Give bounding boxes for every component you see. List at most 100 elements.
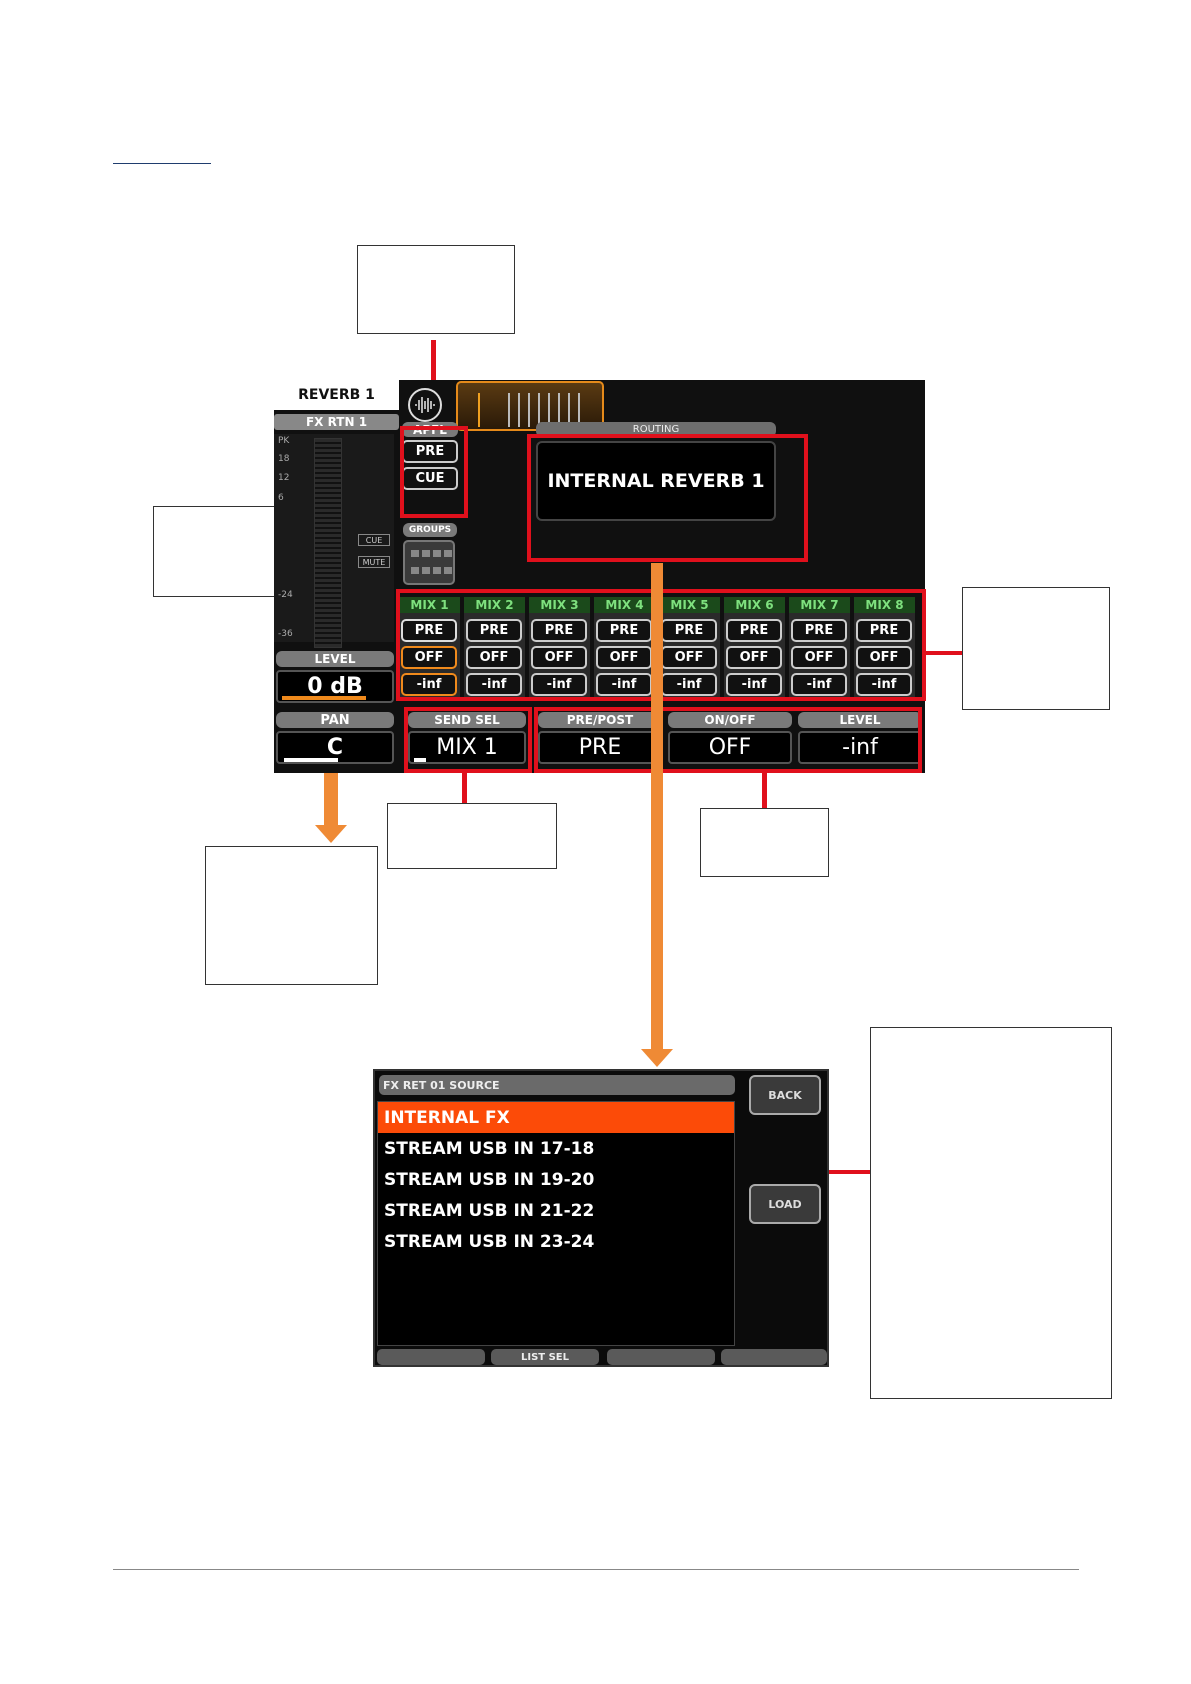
meter-scale-label: 12 xyxy=(278,473,290,483)
mix-level-value[interactable]: -inf xyxy=(401,673,457,696)
group-dot xyxy=(411,550,419,557)
footer-slot[interactable] xyxy=(721,1349,827,1365)
level-label: LEVEL xyxy=(276,651,394,667)
connector-source xyxy=(826,1170,870,1174)
onoff-label: ON/OFF xyxy=(668,712,792,728)
source-item[interactable]: STREAM USB IN 19-20 xyxy=(384,1169,595,1190)
prepost-value[interactable]: PRE xyxy=(538,731,662,764)
footer-rule xyxy=(113,1569,1079,1570)
group-dot xyxy=(433,550,441,557)
mix-onoff-button[interactable]: OFF xyxy=(856,646,912,669)
mix-level-value[interactable]: -inf xyxy=(856,673,912,696)
mix-header: MIX 7 xyxy=(789,597,850,613)
back-button[interactable]: BACK xyxy=(749,1075,821,1115)
callout-pan xyxy=(205,846,378,985)
channel-name[interactable]: REVERB 1 xyxy=(274,380,399,410)
routing-value[interactable]: INTERNAL REVERB 1 xyxy=(536,441,776,521)
mix-level-value[interactable]: -inf xyxy=(596,673,652,696)
mix-onoff-button[interactable]: OFF xyxy=(596,646,652,669)
source-item[interactable]: STREAM USB IN 23-24 xyxy=(384,1231,595,1252)
meter-scale-label: 6 xyxy=(278,493,284,503)
mix-column: MIX 2 PRE OFF -inf xyxy=(464,597,525,701)
mix-onoff-button[interactable]: OFF xyxy=(466,646,522,669)
groups-label: GROUPS xyxy=(403,523,457,537)
arrow-head-icon xyxy=(641,1049,673,1067)
mix-prepost-button[interactable]: PRE xyxy=(596,619,652,642)
group-dot xyxy=(422,550,430,557)
group-dot xyxy=(433,567,441,574)
mix-prepost-button[interactable]: PRE xyxy=(531,619,587,642)
mix-onoff-button[interactable]: OFF xyxy=(531,646,587,669)
mix-prepost-button[interactable]: PRE xyxy=(466,619,522,642)
meter-scale-label: PK xyxy=(278,436,290,446)
source-item[interactable]: STREAM USB IN 21-22 xyxy=(384,1200,595,1221)
mix-column: MIX 7 PRE OFF -inf xyxy=(789,597,850,701)
mix-header: MIX 4 xyxy=(594,597,655,613)
mix-prepost-button[interactable]: PRE xyxy=(726,619,782,642)
highlight-send-sel xyxy=(404,707,532,773)
footer-slot[interactable] xyxy=(607,1349,715,1365)
channel-sub: FX RTN 1 xyxy=(274,414,399,430)
send-level-label: LEVEL xyxy=(798,712,922,728)
pan-label: PAN xyxy=(276,712,394,728)
group-dot xyxy=(411,567,419,574)
source-item-selected[interactable]: INTERNAL FX xyxy=(378,1102,734,1133)
routing-title: ROUTING xyxy=(536,422,776,437)
mix-header: MIX 1 xyxy=(399,597,460,613)
mix-level-value[interactable]: -inf xyxy=(661,673,717,696)
groups-grid-icon[interactable] xyxy=(403,540,455,585)
send-sel-bar xyxy=(414,758,426,762)
send-level-value[interactable]: -inf xyxy=(798,731,922,764)
mix-header: MIX 5 xyxy=(659,597,720,613)
mix-column: MIX 5 PRE OFF -inf xyxy=(659,597,720,701)
meter-scale-label: -36 xyxy=(278,629,293,639)
group-dot xyxy=(444,550,452,557)
mix-prepost-button[interactable]: PRE xyxy=(856,619,912,642)
send-sel-label: SEND SEL xyxy=(408,712,526,728)
connector-send-sel xyxy=(462,773,467,803)
arrow-to-source xyxy=(651,563,663,1050)
group-dot xyxy=(422,567,430,574)
mix-header: MIX 3 xyxy=(529,597,590,613)
callout-send-sel xyxy=(387,803,557,869)
source-item[interactable]: STREAM USB IN 17-18 xyxy=(384,1138,595,1159)
mix-onoff-button[interactable]: OFF xyxy=(401,646,457,669)
mute-tag: MUTE xyxy=(358,556,390,568)
fader-strip xyxy=(528,393,530,427)
meter-scale-label: 18 xyxy=(278,454,290,464)
connector-mixes xyxy=(926,651,962,655)
fader-strip xyxy=(548,393,550,427)
fader-strip xyxy=(508,393,510,427)
cue-tag: CUE xyxy=(358,534,390,546)
waveform-icon[interactable] xyxy=(408,388,442,422)
mix-level-value[interactable]: -inf xyxy=(726,673,782,696)
mix-header: MIX 6 xyxy=(724,597,785,613)
mix-onoff-button[interactable]: OFF xyxy=(791,646,847,669)
mix-column: MIX 8 PRE OFF -inf xyxy=(854,597,915,701)
callout-source xyxy=(870,1027,1112,1399)
list-sel-button[interactable]: LIST SEL xyxy=(491,1349,599,1365)
footer-slot[interactable] xyxy=(377,1349,485,1365)
prepost-label: PRE/POST xyxy=(538,712,662,728)
onoff-value[interactable]: OFF xyxy=(668,731,792,764)
highlight-routing xyxy=(527,434,808,562)
load-button[interactable]: LOAD xyxy=(749,1184,821,1224)
mix-prepost-button[interactable]: PRE xyxy=(401,619,457,642)
mix-onoff-button[interactable]: OFF xyxy=(726,646,782,669)
mix-level-value[interactable]: -inf xyxy=(466,673,522,696)
send-sel-value[interactable]: MIX 1 xyxy=(408,731,526,764)
source-title: FX RET 01 SOURCE xyxy=(379,1075,735,1095)
fader-tab[interactable] xyxy=(456,381,604,431)
mix-onoff-button[interactable]: OFF xyxy=(661,646,717,669)
mix-column: MIX 4 PRE OFF -inf xyxy=(594,597,655,701)
mix-prepost-button[interactable]: PRE xyxy=(791,619,847,642)
apfl-pre-button[interactable]: PRE xyxy=(402,440,458,463)
fader-strip xyxy=(538,393,540,427)
level-bar xyxy=(282,696,366,700)
fader-strip xyxy=(578,393,580,427)
mix-column: MIX 6 PRE OFF -inf xyxy=(724,597,785,701)
mix-level-value[interactable]: -inf xyxy=(791,673,847,696)
mix-level-value[interactable]: -inf xyxy=(531,673,587,696)
arrow-to-pan xyxy=(324,773,338,825)
callout-mixes xyxy=(962,587,1110,710)
